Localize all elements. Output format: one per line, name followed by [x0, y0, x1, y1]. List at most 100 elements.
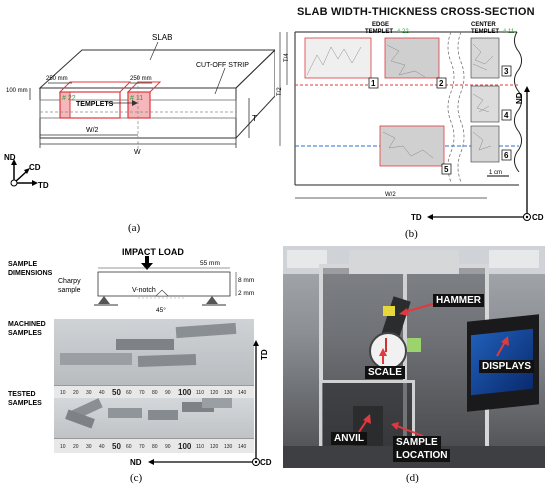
label-t4: T/4	[284, 53, 290, 62]
ruler-labels: 10 20 30 40 50 60 70 80 90 100 110 120 1…	[60, 388, 247, 397]
label-slab: SLAB	[152, 33, 172, 42]
svg-text:40: 40	[99, 444, 105, 450]
tested-line2: SAMPLES	[8, 400, 42, 407]
axes-a: ND CD TD	[4, 153, 49, 190]
cross-section-diagram: 1 2 3 4 5 6 EDGE TEMPLET # 22 CENTER TEM…	[277, 22, 544, 222]
svg-text:60: 60	[126, 444, 132, 450]
ruler-labels-bottom: 10 20 30 40 50 60 70 80 90 100 110 120 1…	[60, 442, 247, 451]
label-scale: SCALE	[365, 366, 405, 379]
axes-c: TD ND CD	[130, 340, 272, 467]
caption-a: (a)	[128, 222, 141, 234]
axes-b: ND TD CD	[411, 86, 544, 222]
tag-3: 3	[504, 67, 509, 76]
label-scale-1cm: 1 cm	[489, 170, 502, 176]
svg-text:70: 70	[139, 390, 145, 396]
cross-section-title: SLAB WIDTH-THICKNESS CROSS-SECTION	[297, 6, 535, 18]
label-displays: DISPLAYS	[479, 360, 535, 373]
svg-text:110: 110	[196, 444, 204, 450]
height-8mm: 8 mm	[238, 277, 254, 284]
svg-text:90: 90	[165, 390, 171, 396]
length-55mm: 55 mm	[200, 260, 220, 267]
label-cutoff: CUT-OFF STRIP	[196, 62, 249, 69]
svg-text:20: 20	[73, 390, 79, 396]
center-label: CENTER	[471, 22, 496, 28]
svg-text:50: 50	[112, 388, 121, 397]
edge-templet-num: # 22	[397, 29, 409, 35]
svg-text:130: 130	[224, 390, 233, 396]
machined-line2: SAMPLES	[8, 330, 42, 337]
tested-samples-photo	[54, 398, 254, 438]
caption-b: (b)	[405, 228, 418, 240]
svg-text:50: 50	[112, 442, 121, 451]
label-t22: # 22	[62, 95, 76, 102]
panel-a: SLAB CUT-OFF STRIP 100 mm 250 mm 250 mm …	[0, 0, 277, 244]
svg-text:60: 60	[126, 390, 132, 396]
machined-samples-photo	[54, 319, 254, 385]
svg-text:80: 80	[152, 390, 158, 396]
templet-22	[59, 91, 121, 119]
label-sample: SAMPLE	[393, 436, 441, 449]
sample-dims-line1: SAMPLE	[8, 261, 38, 268]
height-2mm: 2 mm	[238, 290, 254, 297]
svg-text:140: 140	[238, 444, 247, 450]
svg-text:90: 90	[165, 444, 171, 450]
svg-text:30: 30	[86, 390, 92, 396]
panel-d: HAMMER SCALE DISPLAYS ANVIL SAMPLE LOCAT…	[283, 246, 545, 468]
svg-text:20: 20	[73, 444, 79, 450]
sample-dims-line2: DIMENSIONS	[8, 270, 53, 277]
svg-text:30: 30	[86, 444, 92, 450]
label-hammer: HAMMER	[433, 294, 484, 307]
label-w2-b: W/2	[385, 192, 396, 198]
vnotch-label: V-notch	[132, 287, 156, 294]
tag-5: 5	[444, 165, 449, 174]
caption-c: (c)	[130, 472, 143, 484]
axis-nd-a: ND	[4, 153, 16, 162]
micrograph-5	[379, 125, 445, 167]
svg-text:40: 40	[99, 390, 105, 396]
charpy-diagram: SAMPLE DIMENSIONS IMPACT LOAD 55 mm 8 mm…	[8, 247, 254, 314]
micrograph-3	[470, 37, 500, 79]
panel-b: SLAB WIDTH-THICKNESS CROSS-SECTION	[275, 0, 550, 244]
charpy-label-1: Charpy	[58, 278, 81, 285]
svg-text:100: 100	[178, 388, 192, 397]
label-t2: T/2	[277, 87, 283, 96]
micrograph-6	[470, 125, 500, 163]
label-location: LOCATION	[393, 449, 451, 462]
svg-text:10: 10	[60, 390, 66, 396]
svg-text:140: 140	[238, 390, 247, 396]
impact-tester-photo	[283, 246, 545, 468]
label-t: T	[252, 114, 257, 123]
axis-nd-b: ND	[515, 92, 524, 104]
axis-td-b: TD	[411, 213, 422, 222]
label-250mm-a: 250 mm	[46, 76, 68, 82]
machined-line1: MACHINED	[8, 321, 46, 328]
ruler-top	[54, 385, 254, 399]
svg-text:100: 100	[178, 442, 192, 451]
label-w2: W/2	[86, 127, 99, 134]
charpy-label-2: sample	[58, 287, 81, 294]
label-t11: # 11	[130, 95, 143, 102]
slab-diagram: SLAB CUT-OFF STRIP 100 mm 250 mm 250 mm …	[4, 33, 277, 190]
impact-load-label: IMPACT LOAD	[122, 247, 184, 257]
label-250mm-b: 250 mm	[130, 76, 152, 82]
svg-text:80: 80	[152, 444, 158, 450]
svg-text:110: 110	[196, 390, 204, 396]
axis-cd-b: CD	[532, 213, 544, 222]
tag-6: 6	[504, 151, 509, 160]
micrograph-1	[304, 37, 372, 79]
center-templet-label: TEMPLET	[471, 29, 499, 35]
axis-nd-c: ND	[130, 458, 142, 467]
tag-2: 2	[439, 79, 444, 88]
label-w: W	[134, 149, 141, 156]
label-100mm: 100 mm	[6, 88, 28, 94]
tag-4: 4	[504, 111, 509, 120]
axis-cd-c: CD	[260, 458, 272, 467]
caption-d: (d)	[406, 472, 419, 484]
svg-text:130: 130	[224, 444, 233, 450]
edge-label: EDGE	[372, 22, 389, 28]
micrograph-4	[470, 85, 500, 123]
photo-arrows	[358, 303, 509, 437]
charpy-overlays: MACHINED SAMPLES TESTED SAMPLES 10 20 30…	[8, 321, 272, 467]
panel-c: SAMPLE DIMENSIONS IMPACT LOAD 55 mm 8 mm…	[0, 244, 275, 488]
svg-text:120: 120	[210, 444, 219, 450]
